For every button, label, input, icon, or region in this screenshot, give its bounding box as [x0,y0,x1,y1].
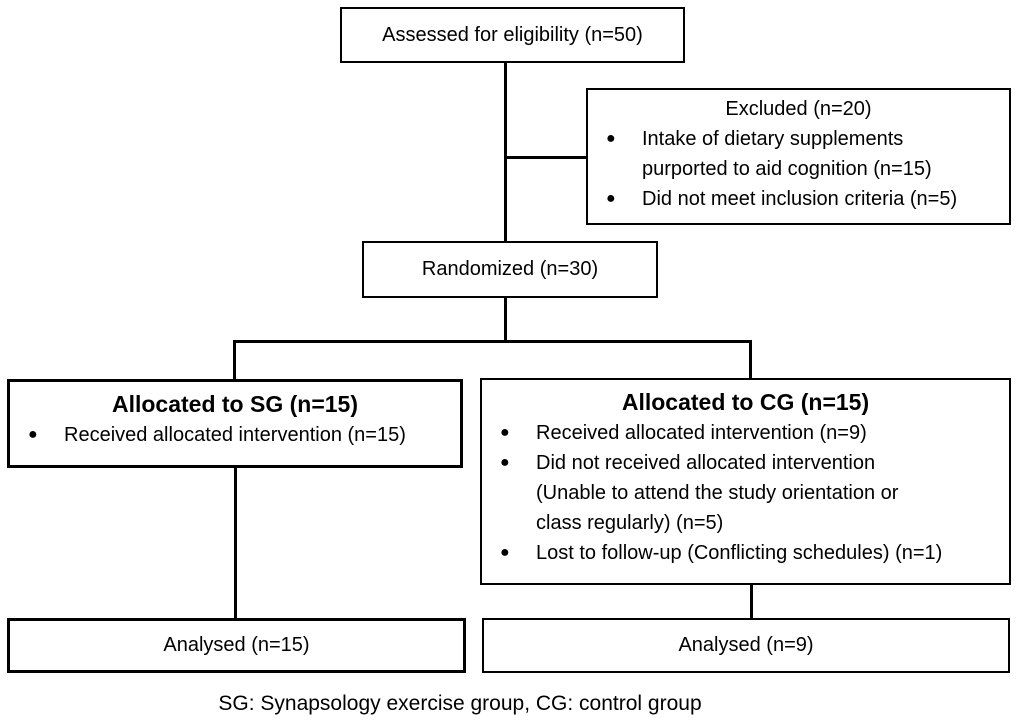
allocated-cg-list: ● Received allocated intervention (n=9) … [482,418,1009,568]
bullet-icon: ● [500,454,510,471]
box-excluded: Excluded (n=20) ● Intake of dietary supp… [586,88,1011,225]
analysed-cg-text: Analysed (n=9) [678,634,814,656]
list-item: ● Did not meet inclusion criteria (n=5) [606,184,1001,214]
list-item: ● Lost to follow-up (Conflicting schedul… [500,538,1001,568]
analysed-sg-text: Analysed (n=15) [163,634,310,656]
allocated-sg-item-text: Received allocated intervention (n=15) [64,424,406,446]
list-item: ● Intake of dietary supplements purporte… [606,124,1001,184]
abbreviation-caption: SG: Synapsology exercise group, CG: cont… [218,692,702,715]
assessed-text: Assessed for eligibility (n=50) [382,23,643,46]
connector-branch-to-excluded [504,156,588,159]
allocated-sg-list: ● Received allocated intervention (n=15) [10,420,460,450]
excluded-item-text: Did not meet inclusion criteria (n=5) [642,188,958,210]
bullet-icon: ● [606,130,616,147]
box-randomized: Randomized (n=30) [362,241,658,298]
bullet-icon: ● [28,426,38,443]
box-analysed-cg: Analysed (n=9) [482,618,1010,673]
allocated-cg-item-text: Lost to follow-up (Conflicting schedules… [536,542,943,564]
connector-cg-to-analysed [750,584,753,619]
allocated-cg-title: Allocated to CG (n=15) [621,389,870,415]
excluded-item-text: Intake of dietary supplements purported … [642,128,932,180]
allocated-cg-item-text: Did not received allocated intervention … [536,452,899,534]
connector-randomized-to-branch [504,297,507,343]
bullet-icon: ● [500,544,510,561]
allocated-cg-item-text: Received allocated intervention (n=9) [536,422,867,444]
connector-branch-to-cg [749,340,752,380]
box-analysed-sg: Analysed (n=15) [7,618,466,673]
connector-allocation-branch [233,340,752,343]
allocated-sg-title: Allocated to SG (n=15) [111,391,358,417]
list-item: ● Did not received allocated interventio… [500,448,1001,538]
connector-branch-to-sg [233,340,236,380]
list-item: ● Received allocated intervention (n=15) [28,420,452,450]
box-allocated-sg: Allocated to SG (n=15) ● Received alloca… [7,379,463,468]
list-item: ● Received allocated intervention (n=9) [500,418,1001,448]
excluded-list: ● Intake of dietary supplements purporte… [588,124,1009,214]
box-allocated-cg: Allocated to CG (n=15) ● Received alloca… [480,378,1011,585]
excluded-title: Excluded (n=20) [725,98,872,120]
connector-assessed-to-randomized [504,62,507,242]
randomized-text: Randomized (n=30) [421,258,599,280]
box-assessed-eligibility: Assessed for eligibility (n=50) [340,7,685,63]
connector-sg-to-analysed [234,466,237,619]
bullet-icon: ● [500,424,510,441]
bullet-icon: ● [606,190,616,207]
